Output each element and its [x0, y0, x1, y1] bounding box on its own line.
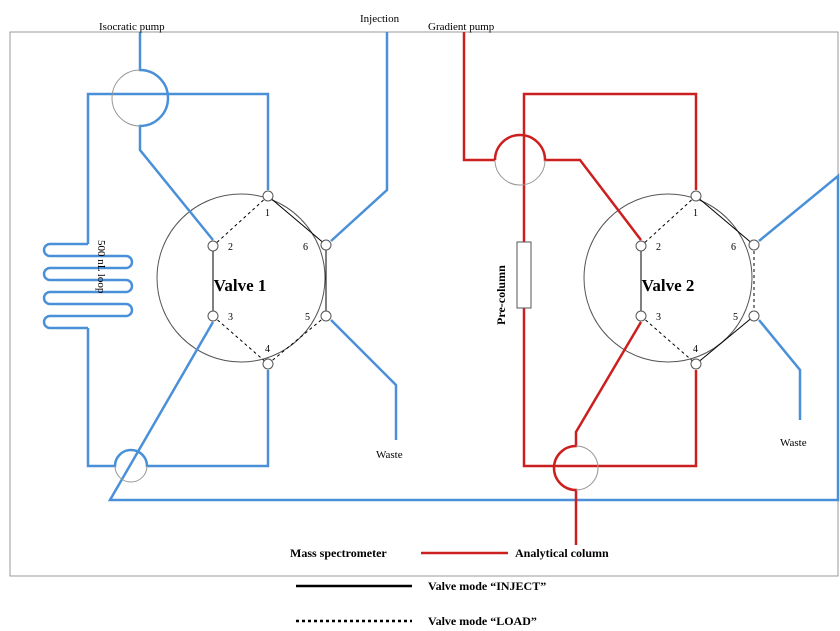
valve-2-port-5 [748, 310, 760, 322]
hump-3 [494, 159, 546, 186]
valve-2-port-label-4: 4 [693, 344, 698, 355]
port3-to-analytical-line [552, 321, 643, 545]
valve-2-port-4 [690, 358, 702, 370]
precolumn-top-line [522, 92, 698, 242]
valve-2-body [583, 193, 753, 363]
mass-spectrometer-label: Mass spectrometer [290, 546, 387, 560]
valve-2-port-label-6: 6 [731, 242, 736, 253]
valve-2-port-2 [635, 240, 647, 252]
gradient-to-port-2 [493, 133, 642, 241]
valve-1-port-6 [320, 239, 332, 251]
valve-2-port-6 [748, 239, 760, 251]
valve-1-load-4-5 [267, 315, 327, 365]
valve-1-port-2 [207, 240, 219, 252]
injection-label: Injection [360, 13, 400, 25]
isocratic-pump-label: Isocratic pump [99, 21, 165, 33]
valve-2-inject-1-6 [695, 195, 755, 246]
valve-1-label: Valve 1 [214, 276, 267, 295]
analytical-column-label: Analytical column [515, 546, 609, 560]
valve-1-port-label-2: 2 [228, 242, 233, 253]
valve-2-load-1-2 [640, 195, 697, 247]
pre-column-box [516, 241, 532, 309]
valve-1-port-label-1: 1 [265, 208, 270, 219]
valve-1-body [156, 193, 326, 363]
diagram-frame [9, 31, 839, 577]
gradient-pump-line [462, 32, 495, 162]
waste-2-line [758, 319, 802, 420]
valve-2: 1 2 3 4 5 6 Valve 2 [583, 190, 760, 370]
gradient-pump-label: Gradient pump [428, 21, 495, 33]
valve-1-port-4 [262, 358, 274, 370]
legend-load-label: Valve mode “LOAD” [428, 614, 537, 628]
valve-1-port-1 [262, 190, 274, 202]
hump-1 [111, 69, 141, 127]
transfer-line [107, 173, 840, 502]
valve-1-port-label-4: 4 [265, 344, 270, 355]
valve-1-load-3-4 [212, 315, 269, 365]
legend-inject-label: Valve mode “INJECT” [428, 579, 546, 593]
hump-2 [114, 465, 148, 483]
valve-1-inject-1-6 [267, 195, 327, 246]
valve-2-inject-4-5 [695, 315, 755, 365]
waste-2-label: Waste [780, 437, 807, 449]
blue-tubing [42, 32, 840, 502]
valve-2-port-label-1: 1 [693, 208, 698, 219]
valve-2-label: Valve 2 [642, 276, 695, 295]
valve-2-port-1 [690, 190, 702, 202]
waste-1-line [330, 319, 398, 440]
valve-1: 1 2 3 4 5 6 Valve 1 [156, 190, 332, 370]
valve-2-port-label-5: 5 [733, 312, 738, 323]
loop-label: 500 nL loop [95, 240, 107, 294]
valve-2-port-3 [635, 310, 647, 322]
valve-1-port-label-5: 5 [305, 312, 310, 323]
loop-top-line [86, 92, 270, 244]
injection-line [330, 32, 389, 242]
valve-1-port-5 [320, 310, 332, 322]
valve-2-port-label-3: 3 [656, 312, 661, 323]
valve-1-port-3 [207, 310, 219, 322]
valve-1-port-label-6: 6 [303, 242, 308, 253]
valve-1-load-1-2 [212, 195, 269, 247]
pre-column-label: Pre-column [494, 265, 508, 325]
waste-1-label: Waste [376, 449, 403, 461]
precolumn-bottom-line [522, 308, 698, 468]
legend: Valve mode “INJECT” Valve mode “LOAD” [296, 579, 546, 628]
hump-4 [575, 445, 599, 491]
loop-bottom-line [86, 328, 270, 468]
sample-loop-coil [42, 242, 134, 330]
red-tubing [421, 32, 698, 555]
valve-1-port-label-3: 3 [228, 312, 233, 323]
crossover-humps [111, 69, 599, 491]
isocratic-pump-line [138, 32, 214, 241]
valve-2-load-3-4 [640, 315, 697, 365]
valve-2-port-label-2: 2 [656, 242, 661, 253]
